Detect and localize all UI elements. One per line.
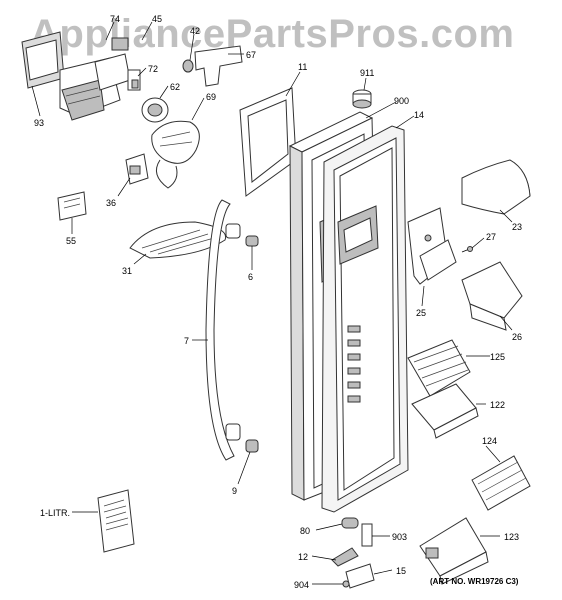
callout-125: 125 xyxy=(490,352,505,362)
callout-67: 67 xyxy=(246,50,256,60)
callout-6: 6 xyxy=(248,272,253,282)
part-6-screw xyxy=(245,235,259,247)
part-125-bin xyxy=(407,339,471,397)
callout-93: 93 xyxy=(34,118,44,128)
part-122-bin xyxy=(411,383,479,439)
callout-7: 7 xyxy=(184,336,189,346)
watermark: AppliancePartsPros.com xyxy=(30,12,515,56)
callout-31: 31 xyxy=(122,266,132,276)
callout-122: 122 xyxy=(490,400,505,410)
part-14-gasket xyxy=(321,125,409,513)
part-903-tube xyxy=(361,523,373,547)
part-26-shelf xyxy=(461,261,523,331)
callout-69: 69 xyxy=(206,92,216,102)
callout-123: 123 xyxy=(504,532,519,542)
callout-14: 14 xyxy=(414,110,424,120)
door-bin-notches xyxy=(347,325,361,403)
part-7-handle xyxy=(205,199,241,461)
part-123-bin xyxy=(419,517,489,585)
callout-26: 26 xyxy=(512,332,522,342)
callout-900: 900 xyxy=(394,96,409,106)
part-9-screw xyxy=(245,439,259,453)
callout-1-litr: 1-LITR. xyxy=(40,508,70,518)
callout-80: 80 xyxy=(300,526,310,536)
callout-27: 27 xyxy=(486,232,496,242)
part-27-screw xyxy=(461,246,473,253)
callout-42: 42 xyxy=(190,26,200,36)
part-69-auger xyxy=(151,120,200,189)
part-31-grille xyxy=(129,221,227,259)
part-904-screw xyxy=(342,580,350,588)
part-11-panel xyxy=(239,87,297,197)
part-36-switch xyxy=(125,153,149,185)
part-12-bracket xyxy=(331,547,359,567)
part-23-cover xyxy=(461,159,531,215)
part-42-spring xyxy=(182,59,194,73)
part-1-literature xyxy=(97,489,135,553)
callout-36: 36 xyxy=(106,198,116,208)
part-25-guard xyxy=(407,207,457,285)
callout-72: 72 xyxy=(148,64,158,74)
callout-9: 9 xyxy=(232,486,237,496)
callout-labels: 74 45 42 67 72 62 69 93 36 55 31 6 7 9 1… xyxy=(34,14,522,590)
part-55-switch xyxy=(57,191,87,221)
callout-15: 15 xyxy=(396,566,406,576)
callout-25: 25 xyxy=(416,308,426,318)
callout-45: 45 xyxy=(152,14,162,24)
callout-11: 11 xyxy=(298,62,307,72)
callout-55: 55 xyxy=(66,236,76,246)
callout-904: 904 xyxy=(294,580,309,590)
part-62-ring xyxy=(141,97,169,123)
part-dispenser-module xyxy=(21,31,131,121)
part-124-bin xyxy=(471,455,531,511)
callout-74: 74 xyxy=(110,14,120,24)
callout-12: 12 xyxy=(298,552,308,562)
callout-903: 903 xyxy=(392,532,407,542)
art-number: (ART NO. WR19726 C3) xyxy=(430,577,519,586)
part-911-cap xyxy=(352,89,372,109)
part-80-fitting xyxy=(341,517,359,529)
part-72-bracket xyxy=(127,69,141,91)
callout-911: 911 xyxy=(360,68,374,78)
callout-124: 124 xyxy=(482,436,497,446)
leader-lines xyxy=(31,21,513,585)
callout-62: 62 xyxy=(170,82,180,92)
part-15-box xyxy=(345,563,375,589)
part-67-bracket xyxy=(194,45,243,87)
callout-23: 23 xyxy=(512,222,522,232)
